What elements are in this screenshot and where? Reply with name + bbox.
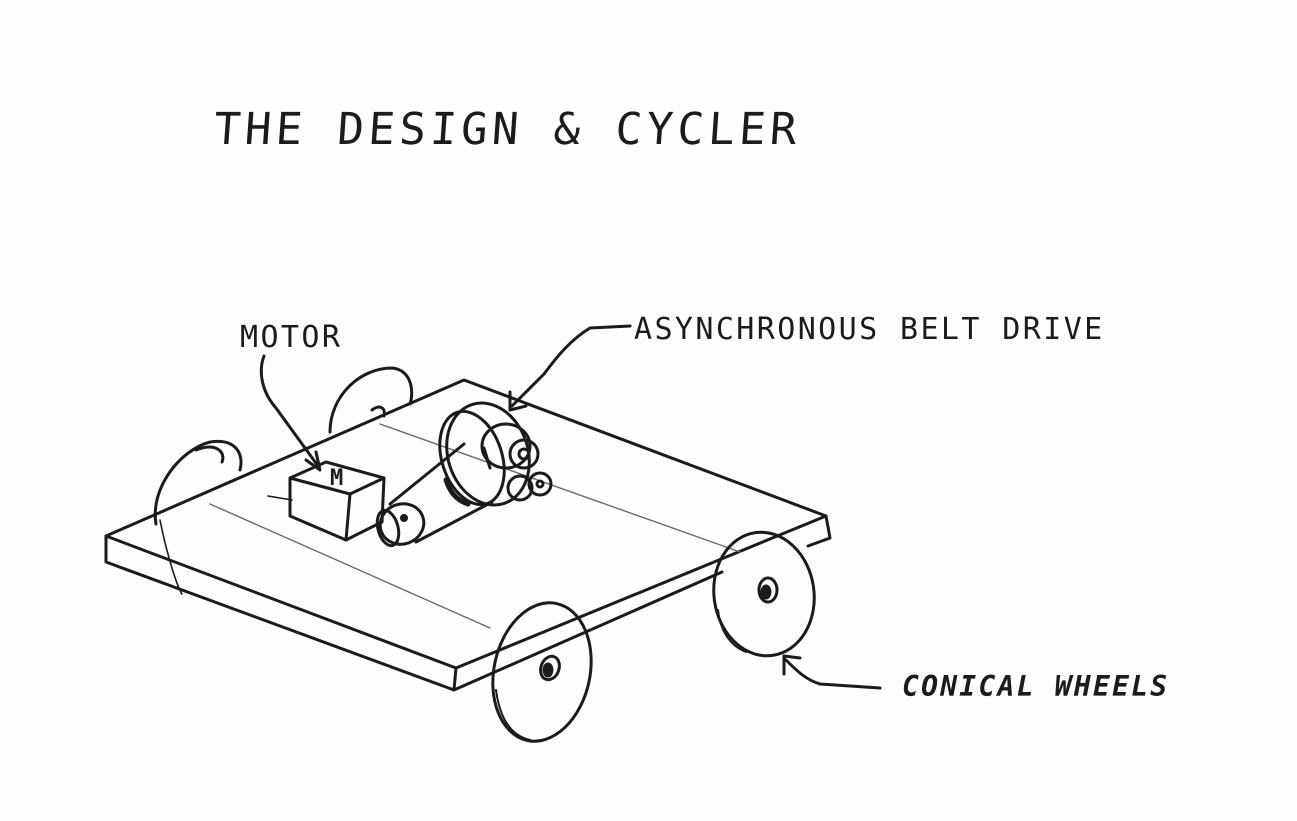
- motor-box-label: M: [330, 466, 345, 491]
- diagram-title: THE DESIGN & CYCLER: [212, 104, 802, 155]
- belt-drive-leader: [510, 326, 630, 410]
- conical-wheels-label: CONICAL WHEELS: [902, 670, 1169, 703]
- motor-leader: [261, 356, 320, 470]
- motor-label: MOTOR: [240, 320, 342, 355]
- platform: [106, 380, 830, 690]
- front-right-wheel: [480, 594, 603, 751]
- large-drive-pulley: [429, 392, 551, 516]
- wheels-leader: [784, 656, 880, 688]
- belt-drive-label: ASYNCHRONOUS BELT DRIVE: [634, 312, 1105, 347]
- rear-left-wheel: [330, 368, 412, 432]
